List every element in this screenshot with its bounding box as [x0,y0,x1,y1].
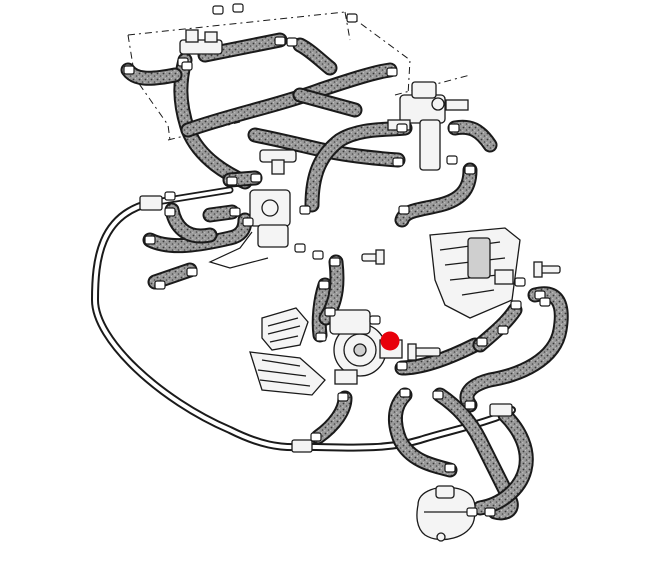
hose-segment-10 [394,162,478,228]
hose-clamp-18 [229,207,241,217]
hose-clamp-40 [466,507,478,517]
expansion-tank [416,485,476,542]
t-connector-left [259,149,297,175]
hose-clamp-26 [315,332,327,342]
hose-clamp-20 [299,205,311,215]
hose-segment-3 [292,37,338,76]
hose-clamp-4 [346,13,358,23]
hose-clamp-37 [432,390,444,400]
hose-clamp-3 [286,37,298,47]
hose-clamp-45 [144,235,156,245]
heat-exchanger [249,351,326,396]
top-bracket [179,29,223,55]
hose-clamp-14 [464,165,476,175]
hose-clamp-39 [310,432,322,442]
hose-clamp-11 [448,123,460,133]
hose-clamp-2 [274,36,286,46]
hose-segment-7 [304,120,413,213]
hose-clamp-29 [476,337,488,347]
hose-clamp-34 [539,297,551,307]
hose-segment-19 [432,387,519,521]
hose-clamp-22 [312,250,324,260]
hose-segment-9 [447,119,498,153]
hose-clamp-41 [484,507,496,517]
hose-clamp-23 [318,280,330,290]
hose-clamp-6 [212,5,224,15]
hose-clamp-16 [226,176,238,186]
hose-clamp-10 [396,123,408,133]
hose-clamp-15 [398,205,410,215]
hose-clamp-36 [399,388,411,398]
hose-clamp-38 [337,392,349,402]
oil-cooler [261,307,309,351]
hose-clamp-9 [386,67,398,77]
hose-segment-24 [147,262,198,290]
hose-clamp-21 [294,243,306,253]
hose-clamp-8 [181,61,193,71]
hose-segment-17 [459,286,569,413]
hose-clamp-19 [242,217,254,227]
hose-segment-4 [180,62,398,138]
hose-segment-11 [142,212,253,254]
hose-clamp-44 [164,207,176,217]
upper-bolt [361,249,385,265]
hose-clamp-46 [154,280,166,290]
lower-t-joint [139,195,513,453]
hose-clamp-7 [123,65,135,75]
bolt [407,343,441,361]
hose-clamp-31 [510,300,522,310]
water-pump [329,309,403,385]
hose-clamp-24 [329,257,341,267]
thermostat-housing [208,189,291,269]
hose-clamp-32 [514,277,526,287]
hose-clamp-17 [250,173,262,183]
right-engine-block [429,227,521,319]
hose-clamp-28 [396,361,408,371]
hose-segment-21 [472,407,534,516]
hose-clamp-27 [369,315,381,325]
hose-clamp-13 [446,155,458,165]
right-bolt [533,261,561,278]
hose-segment-5 [292,87,363,118]
highlight-marker [380,331,400,351]
hose-clamp-42 [444,463,456,473]
hose-segment-20 [310,390,353,445]
hose-clamp-35 [464,400,476,410]
hose-segment-8 [120,62,183,86]
hose-clamp-47 [186,267,198,277]
hose-clamp-12 [392,157,404,167]
hose-clamp-25 [324,307,336,317]
hose-clamp-43 [164,191,176,201]
hose-segment-18 [387,387,458,478]
hose-clamp-5 [232,3,244,13]
hose-clamp-30 [497,325,509,335]
clamp-group [123,3,551,517]
hose-segment-23 [202,204,240,223]
